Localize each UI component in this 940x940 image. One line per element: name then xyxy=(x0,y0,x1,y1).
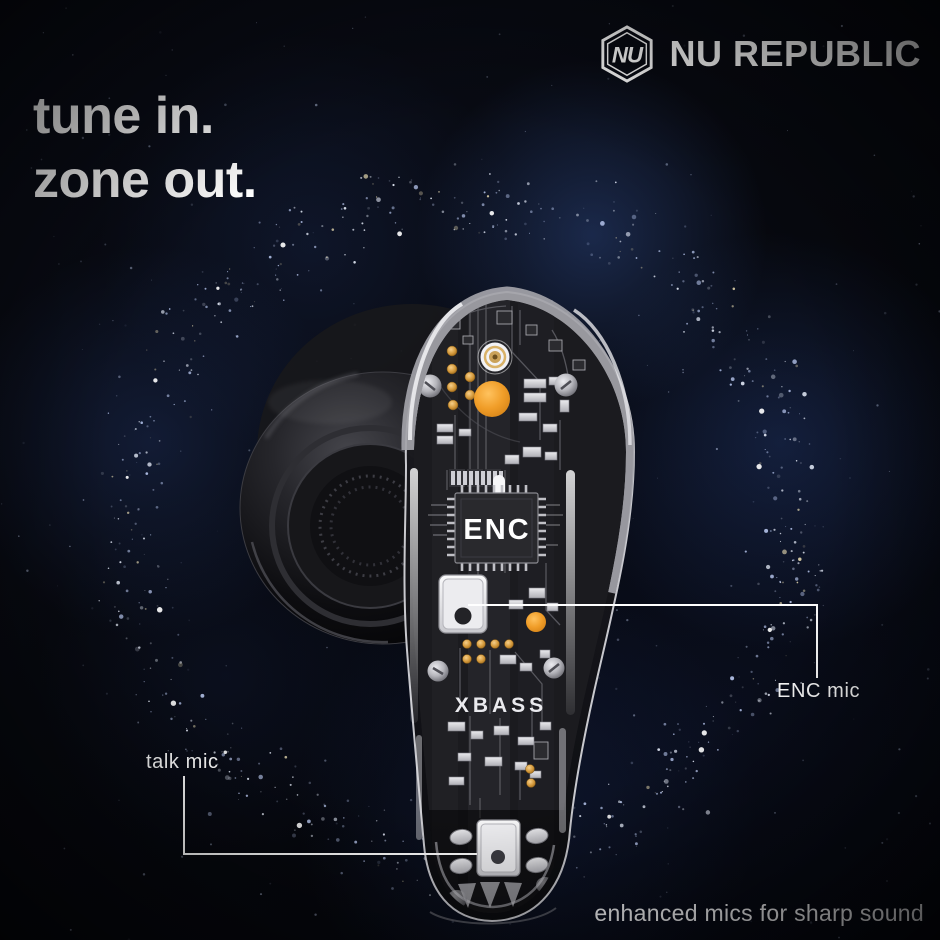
tagline: enhanced mics for sharp sound xyxy=(594,900,924,926)
earbud-shell: ENC XBASS xyxy=(401,286,636,925)
brand-name: NU REPUBLIC xyxy=(669,33,921,74)
enc-mic-label: ENC mic xyxy=(777,680,861,702)
driver-ring-component xyxy=(477,339,513,375)
headline-line-2: zone out. xyxy=(33,151,257,209)
xbass-logo: XBASS xyxy=(455,694,547,717)
enc-chip-label: ENC xyxy=(463,514,530,546)
brand-monogram: NU xyxy=(612,43,644,68)
talk-mic-component xyxy=(476,819,521,877)
enc-chip: ENC xyxy=(447,485,546,571)
talk-mic-label: talk mic xyxy=(146,751,219,773)
bottom-vents xyxy=(458,882,522,908)
headline: tune in. zone out. xyxy=(33,84,257,212)
pcb: ENC XBASS xyxy=(412,300,626,913)
headline-line-1: tune in. xyxy=(33,87,214,145)
brand-lockup: NU NU REPUBLIC xyxy=(598,24,921,84)
orange-marker-top xyxy=(474,381,510,417)
nu-republic-hexagon-icon: NU xyxy=(601,25,654,83)
orange-marker-mid xyxy=(526,612,546,632)
